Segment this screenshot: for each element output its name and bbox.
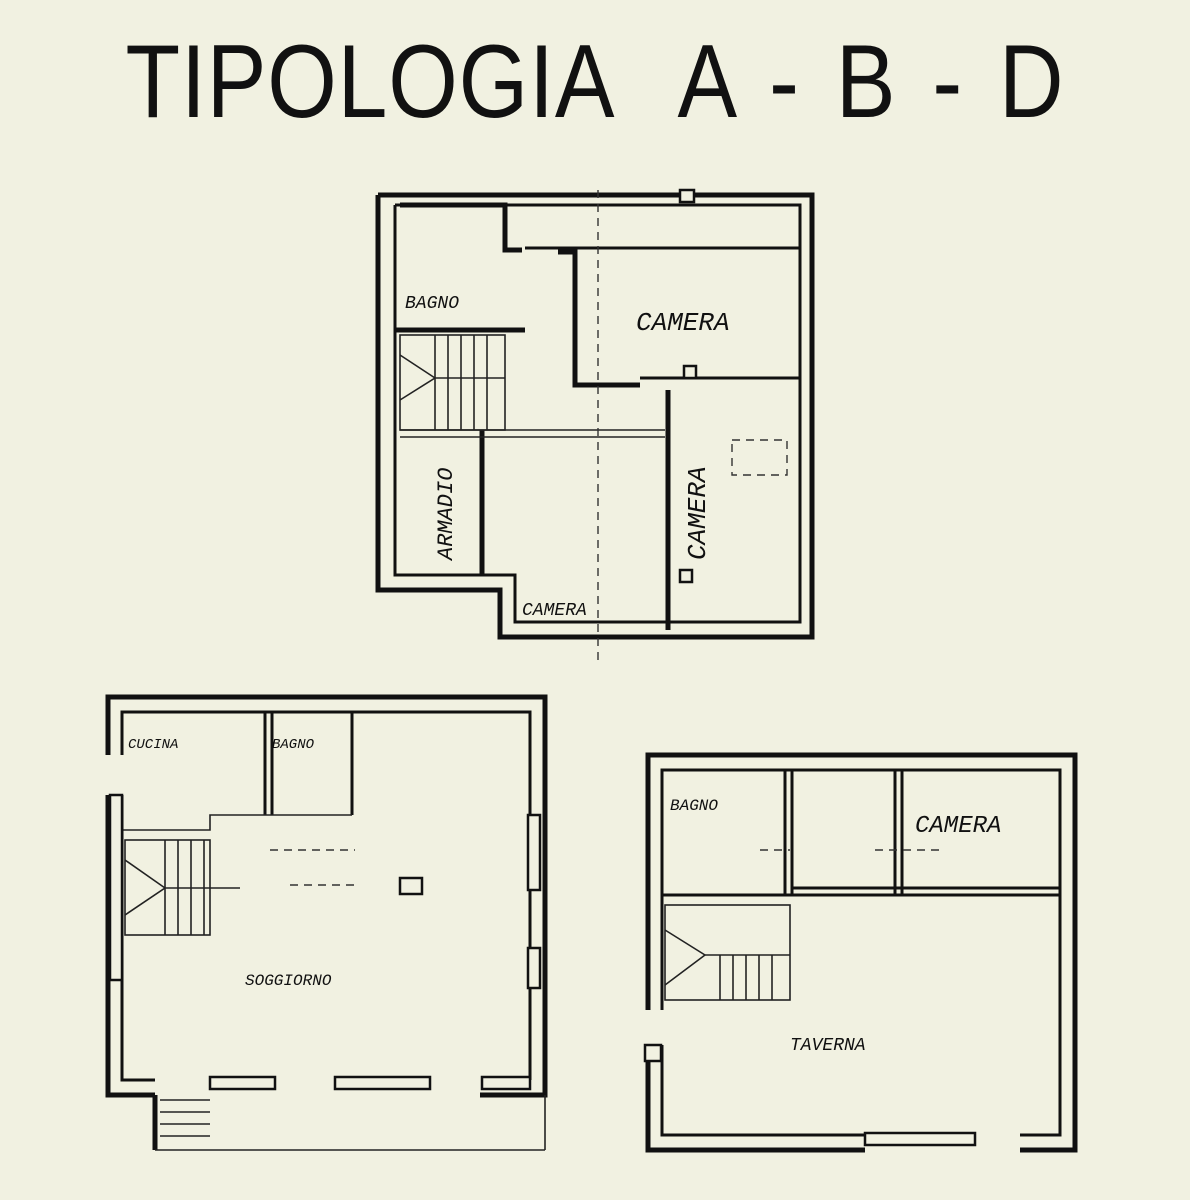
upper-label-armadio: ARMADIO — [434, 468, 459, 562]
basement-label-bagno: BAGNO — [670, 797, 718, 815]
upper-label-camera-side: CAMERA — [683, 466, 713, 560]
upper-stairs — [399, 335, 505, 430]
upper-outer-wall — [375, 192, 815, 640]
basement-label-camera: CAMERA — [915, 813, 1001, 840]
ground-stairs — [124, 839, 240, 936]
ground-entrance-steps — [160, 1099, 210, 1137]
basement-label-taverna: TAVERNA — [790, 1036, 866, 1056]
upper-label-bagno: BAGNO — [405, 294, 459, 314]
page-title: TIPOLOGIA A - B - D — [125, 24, 1065, 140]
upper-label-camera-bottom: CAMERA — [522, 601, 587, 621]
ground-floor-plan: CUCINA BAGNO SOGGIORNO — [105, 694, 548, 1151]
upper-floor-plan: BAGNO CAMERA ARMADIO CAMERA CAMERA — [375, 188, 815, 660]
basement-outer-wall — [645, 752, 1078, 1153]
basement-floor-plan: BAGNO CAMERA TAVERNA — [643, 752, 1078, 1153]
upper-label-camera-main: CAMERA — [636, 308, 730, 338]
basement-stairs — [664, 904, 791, 1001]
ground-label-bagno: BAGNO — [272, 737, 315, 753]
upper-inner-wall-line — [393, 203, 802, 624]
ground-label-soggiorno: SOGGIORNO — [245, 972, 332, 990]
ground-label-cucina: CUCINA — [128, 737, 178, 753]
ground-outer-wall — [105, 694, 548, 1098]
